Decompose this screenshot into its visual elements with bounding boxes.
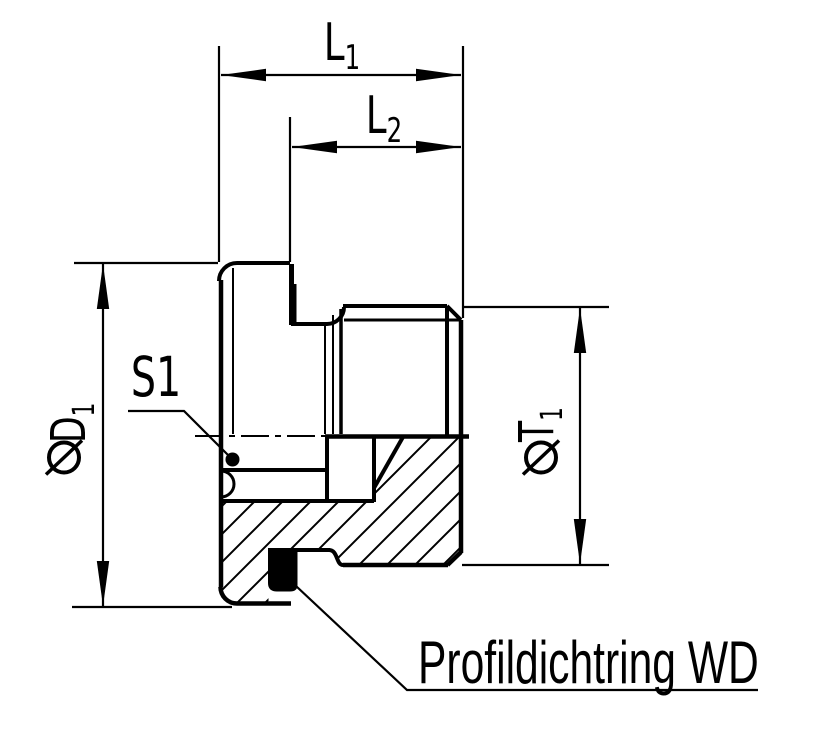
t1-diameter-symbol xyxy=(521,439,561,476)
seal-callout: Profildichtring WD xyxy=(295,585,759,697)
dimension-l2: L2 xyxy=(288,85,461,262)
s1-callout: S1 xyxy=(128,347,232,459)
profile-seal-ring xyxy=(268,548,298,592)
s1-label: S1 xyxy=(131,347,181,410)
head-top-corner xyxy=(217,261,238,282)
l1-label: L1 xyxy=(324,12,360,77)
outline-top-half xyxy=(217,261,464,587)
s1-leader-line xyxy=(128,409,232,459)
seal-leader-line xyxy=(295,585,758,692)
end-chamfer-top xyxy=(445,304,463,322)
section-hatched-body xyxy=(220,434,469,604)
socket-cone-edge xyxy=(372,436,405,489)
d1-arrow-bottom xyxy=(96,561,110,606)
l2-label: L2 xyxy=(366,85,402,150)
t1-arrow-bottom xyxy=(573,519,587,564)
l2-arrow-left xyxy=(292,140,337,154)
dimension-d1: D1 xyxy=(40,261,232,609)
seal-label: Profildichtring WD xyxy=(418,630,759,697)
section-metal-area xyxy=(220,437,461,604)
d1-arrow-top xyxy=(96,264,110,309)
seal-face-arc xyxy=(220,469,236,499)
l1-arrow-left xyxy=(221,68,266,82)
t1-label: T1 xyxy=(508,407,570,443)
neck-top-edge xyxy=(291,306,346,326)
t1-arrow-top xyxy=(573,308,587,353)
undercut-curve-bottom xyxy=(328,548,344,567)
d1-diameter-symbol xyxy=(44,439,84,476)
end-chamfer-bottom xyxy=(445,550,463,567)
l1-arrow-right xyxy=(416,68,461,82)
dimension-t1: T1 xyxy=(462,305,609,567)
head-bottom-corner xyxy=(218,586,238,606)
l2-arrow-right xyxy=(416,140,461,154)
dimension-l1: L1 xyxy=(217,12,465,318)
d1-label: D1 xyxy=(40,403,102,443)
